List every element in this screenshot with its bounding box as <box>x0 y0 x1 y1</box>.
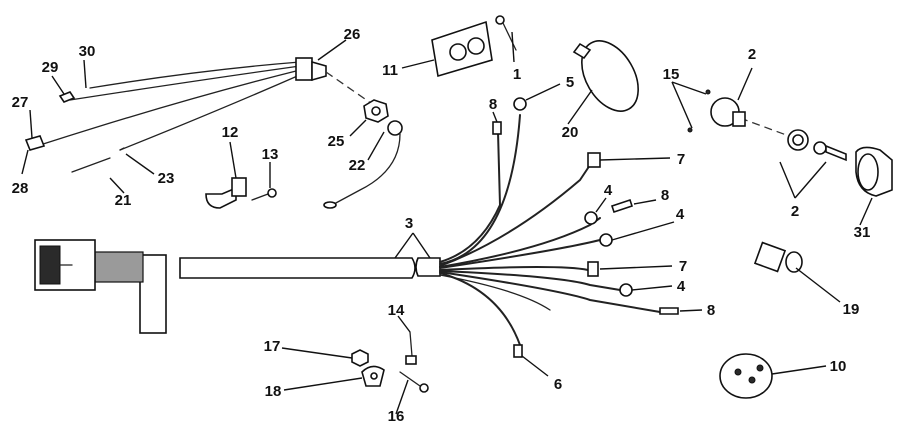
connector-19 <box>753 241 803 273</box>
callout-3: 3 <box>405 215 413 232</box>
screw-1 <box>495 15 517 51</box>
callout-2-bottom: 2 <box>791 203 799 220</box>
callout-6: 6 <box>554 376 562 393</box>
callout-21: 21 <box>115 192 132 209</box>
callout-28: 28 <box>12 180 29 197</box>
callout-labels: 1 2 2 3 4 4 4 5 6 7 7 8 8 8 10 11 12 13 … <box>12 26 871 425</box>
callout-4-top: 4 <box>604 182 613 199</box>
harness-branch-wires <box>439 97 679 358</box>
callout-25: 25 <box>328 133 345 150</box>
callout-31: 31 <box>854 224 871 241</box>
screw-13 <box>251 188 277 201</box>
cable-strap-20 <box>572 40 639 112</box>
callout-27: 27 <box>12 94 29 111</box>
callout-14: 14 <box>388 302 405 319</box>
callout-16: 16 <box>388 408 405 425</box>
callout-20: 20 <box>562 124 579 141</box>
callout-11: 11 <box>382 62 398 79</box>
ignition-switch-15 <box>687 89 746 133</box>
lead-22 <box>323 120 403 209</box>
callout-13: 13 <box>262 146 279 163</box>
callout-5: 5 <box>566 74 574 91</box>
nut-17 <box>351 349 369 367</box>
callout-10: 10 <box>830 358 847 375</box>
switch-cap-31 <box>855 146 893 197</box>
callout-15: 15 <box>663 66 680 83</box>
callout-23: 23 <box>158 170 175 187</box>
callout-19: 19 <box>843 301 860 318</box>
callout-7-top: 7 <box>677 151 685 168</box>
callout-8-middle: 8 <box>661 187 669 204</box>
upper-left-lead-assembly <box>24 57 327 173</box>
callout-18: 18 <box>265 383 282 400</box>
main-harness-cable <box>34 239 441 334</box>
callout-29: 29 <box>42 59 59 76</box>
clamp-18 <box>361 365 385 387</box>
callout-30: 30 <box>79 43 96 60</box>
hex-nut-25 <box>363 99 389 123</box>
callout-8-top: 8 <box>489 96 497 113</box>
callout-7-bottom: 7 <box>679 258 687 275</box>
callout-1: 1 <box>513 66 521 83</box>
screw-14 <box>405 331 417 365</box>
switch-10 <box>719 353 773 399</box>
callout-22: 22 <box>349 157 366 174</box>
leader-lines <box>21 31 873 415</box>
mounting-plate-11 <box>431 20 493 78</box>
switch-nut-and-key-2 <box>787 129 847 162</box>
callout-4-bottom: 4 <box>677 278 686 295</box>
screw-16 <box>399 371 429 393</box>
callout-4-middle: 4 <box>676 206 685 223</box>
callout-2-top: 2 <box>748 46 756 63</box>
callout-12: 12 <box>222 124 239 141</box>
clamp-12 <box>205 177 247 209</box>
callout-26: 26 <box>344 26 361 43</box>
callout-8-bottom: 8 <box>707 302 715 319</box>
callout-17: 17 <box>264 338 281 355</box>
